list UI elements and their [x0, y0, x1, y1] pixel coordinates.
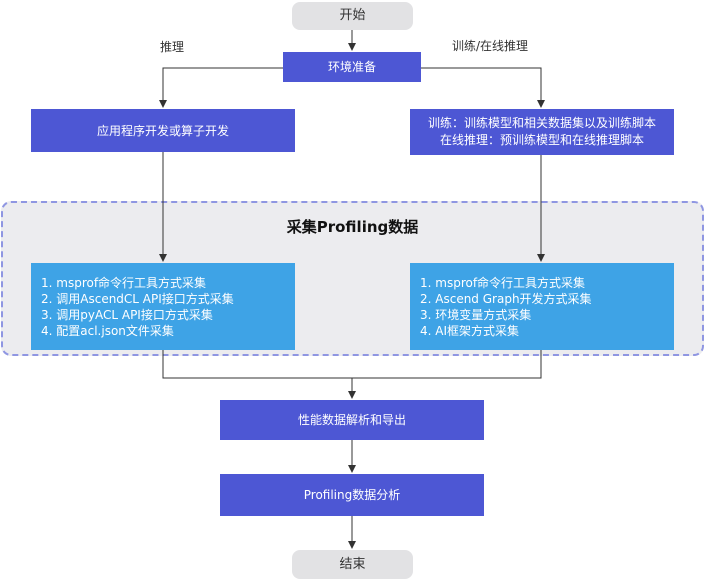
- training-inference-node: 训练：训练模型和相关数据集以及训练脚本 在线推理：预训练模型和在线推理脚本: [410, 109, 674, 155]
- left-method-item: 1. msprof命令行工具方式采集: [41, 275, 207, 290]
- edge-split: [162, 67, 283, 107]
- right-method-item: 2. Ascend Graph开发方式采集: [420, 291, 592, 306]
- end-node: 结束: [292, 550, 413, 579]
- start-node: 开始: [292, 2, 413, 30]
- parse-export-node: 性能数据解析和导出: [220, 400, 484, 440]
- group-title: 采集Profiling数据: [286, 218, 419, 236]
- right-methods-list: 1. msprof命令行工具方式采集 2. Ascend Graph开发方式采集…: [420, 275, 592, 339]
- left-method-item: 2. 调用AscendCL API接口方式采集: [41, 291, 234, 306]
- training-line: 训练：训练模型和相关数据集以及训练脚本: [427, 116, 656, 130]
- left-methods-box: 1. msprof命令行工具方式采集 2. 调用AscendCL API接口方式…: [31, 263, 295, 350]
- left-method-item: 3. 调用pyACL API接口方式采集: [41, 307, 213, 322]
- right-method-item: 4. AI框架方式采集: [420, 323, 520, 338]
- left-methods-list: 1. msprof命令行工具方式采集 2. 调用AscendCL API接口方式…: [41, 275, 234, 339]
- right-method-item: 3. 环境变量方式采集: [420, 307, 532, 322]
- left-method-item: 4. 配置acl.json文件采集: [41, 323, 174, 338]
- edge-merge: [162, 350, 542, 379]
- right-method-item: 1. msprof命令行工具方式采集: [420, 275, 586, 290]
- edge-split-right: [421, 67, 542, 107]
- right-methods-box: 1. msprof命令行工具方式采集 2. Ascend Graph开发方式采集…: [410, 263, 674, 350]
- analysis-node: Profiling数据分析: [220, 474, 484, 516]
- env-prep-node: 环境准备: [283, 52, 421, 82]
- online-inference-line: 在线推理：预训练模型和在线推理脚本: [439, 133, 644, 147]
- edge-label-inference: 推理: [160, 40, 185, 54]
- edge-label-training: 训练/在线推理: [452, 39, 529, 53]
- app-dev-node: 应用程序开发或算子开发: [31, 109, 295, 152]
